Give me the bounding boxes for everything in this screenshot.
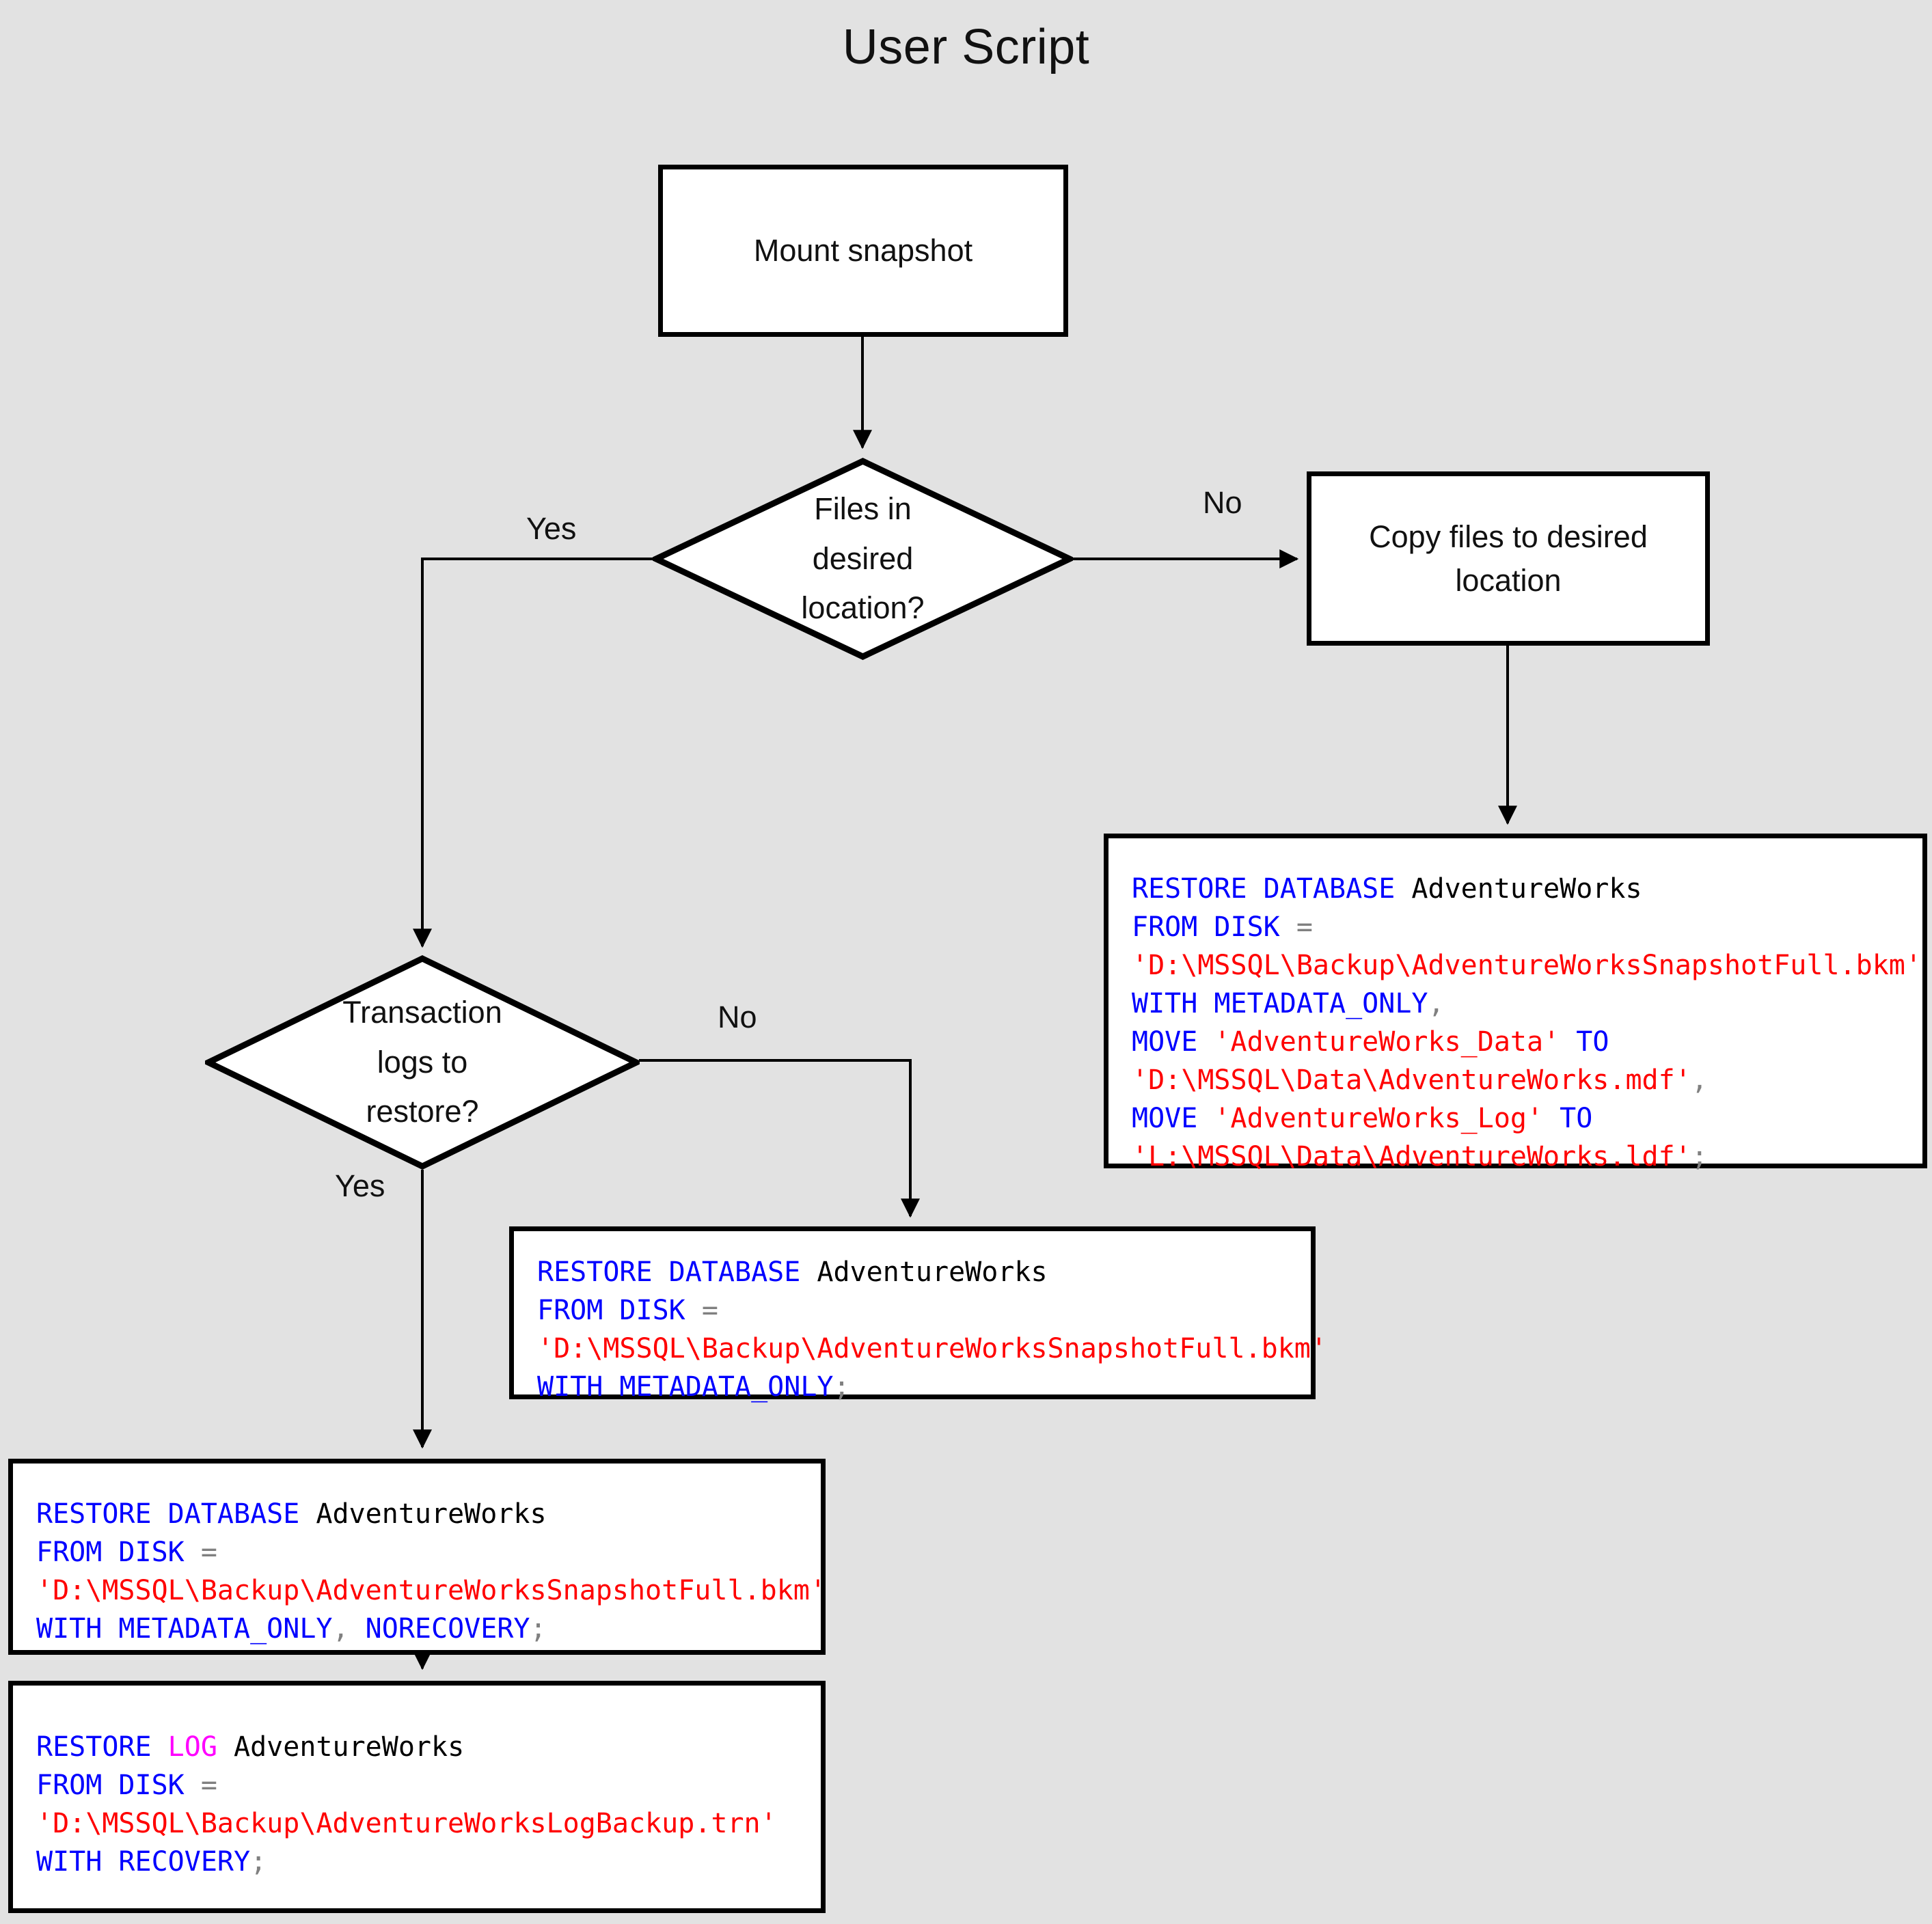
code-text-restore-log: RESTORE LOG AdventureWorks FROM DISK = '… <box>36 1731 777 1878</box>
code-text-restore-metadata-only: RESTORE DATABASE AdventureWorks FROM DIS… <box>537 1256 1327 1403</box>
decision-files-in-desired-location[interactable]: Files in desired location? <box>653 458 1073 660</box>
decision-logs-label: Transaction logs to restore? <box>342 994 502 1129</box>
code-block-restore-with-move[interactable]: RESTORE DATABASE AdventureWorks FROM DIS… <box>1104 834 1927 1172</box>
diamond-shape-files <box>653 458 1073 660</box>
edge-label-files-yes: Yes <box>526 511 577 546</box>
diamond-shape-logs <box>205 955 640 1170</box>
process-copy-files-label: Copy files to desired location <box>1369 519 1648 598</box>
code-block-restore-norecovery[interactable]: RESTORE DATABASE AdventureWorks FROM DIS… <box>8 1459 826 1655</box>
code-text-restore-with-move: RESTORE DATABASE AdventureWorks FROM DIS… <box>1132 873 1922 1172</box>
code-text-restore-norecovery: RESTORE DATABASE AdventureWorks FROM DIS… <box>36 1498 826 1645</box>
edge-label-logs-no: No <box>718 1000 757 1034</box>
page-title: User Script <box>842 20 1090 74</box>
edge-label-files-no: No <box>1203 485 1242 520</box>
code-block-restore-metadata-only[interactable]: RESTORE DATABASE AdventureWorks FROM DIS… <box>509 1226 1327 1403</box>
process-mount-snapshot[interactable]: Mount snapshot <box>658 165 1068 337</box>
decision-transaction-logs-to-restore[interactable]: Transaction logs to restore? <box>205 955 640 1170</box>
edge-label-logs-yes: Yes <box>335 1168 385 1203</box>
code-block-restore-log[interactable]: RESTORE LOG AdventureWorks FROM DISK = '… <box>8 1681 826 1913</box>
process-copy-files[interactable]: Copy files to desired location <box>1307 471 1710 646</box>
edge-logs-no-to-restore-metadata <box>639 1059 920 1218</box>
edge-files-yes-to-logs <box>413 558 653 948</box>
process-mount-snapshot-label: Mount snapshot <box>753 233 973 269</box>
decision-files-label: Files in desired location? <box>801 491 925 626</box>
